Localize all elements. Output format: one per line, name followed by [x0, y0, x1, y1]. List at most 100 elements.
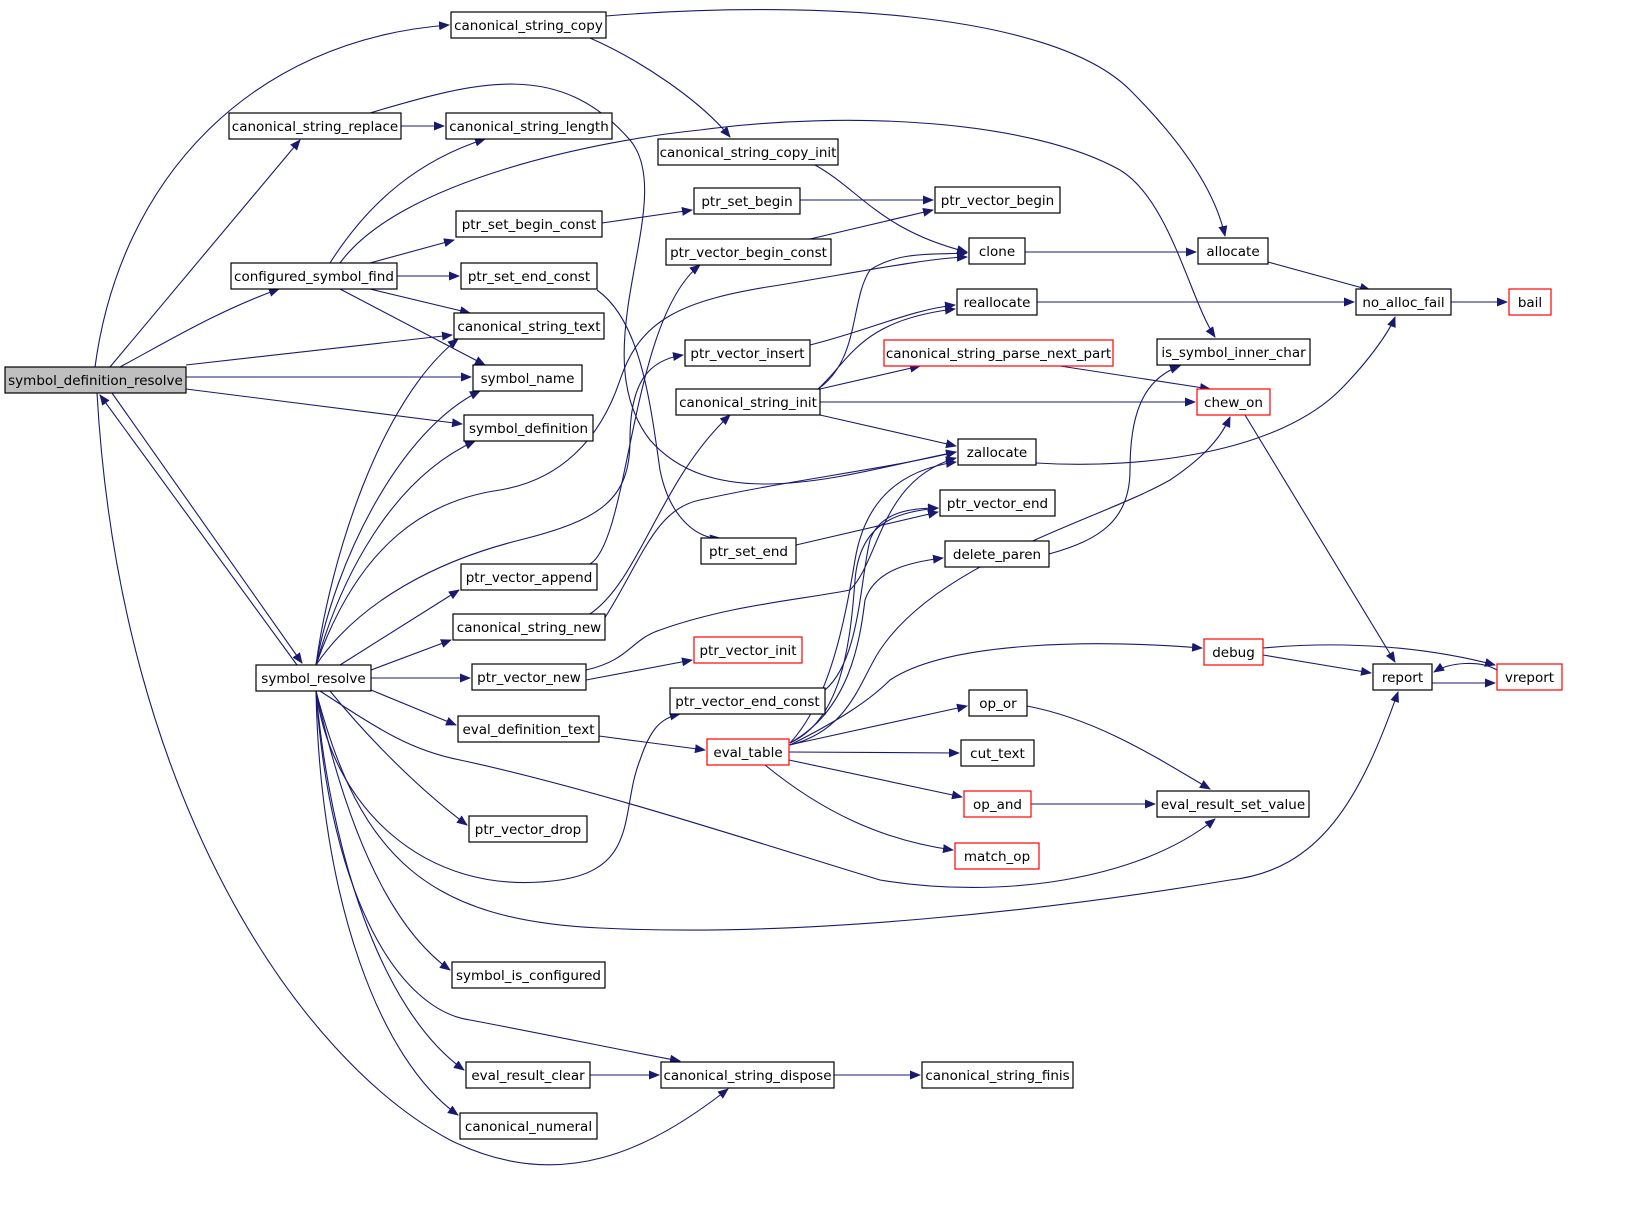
node-label: configured_symbol_find: [234, 269, 394, 285]
node-ptr_vector_end_const[interactable]: ptr_vector_end_const: [669, 687, 826, 715]
edge-op_or-to-eval_result_set_value: [1026, 705, 1211, 790]
node-box: [228, 112, 402, 140]
node-ptr_set_begin_const[interactable]: ptr_set_begin_const: [455, 210, 603, 238]
node-label: cut_text: [970, 746, 1025, 762]
node-canonical_string_new[interactable]: canonical_string_new: [452, 613, 606, 641]
edge-canonical_string_new-to-zallocate: [589, 449, 957, 641]
node-ptr_set_end[interactable]: ptr_set_end: [700, 537, 797, 565]
node-symbol_is_configured[interactable]: symbol_is_configured: [451, 961, 606, 989]
edge-symbol_definition_resolve-to-canonical_string_dispose: [96, 392, 729, 1166]
node-zallocate[interactable]: zallocate: [957, 438, 1037, 466]
node-ptr_vector_begin[interactable]: ptr_vector_begin: [934, 186, 1061, 214]
node-ptr_set_begin[interactable]: ptr_set_begin: [693, 187, 801, 215]
node-canonical_string_init[interactable]: canonical_string_init: [675, 388, 821, 416]
edge-symbol_resolve-to-symbol_definition_resolve: [99, 394, 298, 666]
node-ptr_vector_init[interactable]: ptr_vector_init: [693, 636, 803, 664]
node-bail[interactable]: bail: [1508, 288, 1552, 316]
node-eval_definition_text[interactable]: eval_definition_text: [457, 715, 600, 743]
node-label: ptr_set_end: [709, 544, 788, 560]
node-eval_result_clear[interactable]: eval_result_clear: [465, 1061, 591, 1089]
edge-ptr_set_begin_const-to-ptr_set_begin: [601, 206, 693, 224]
edges-layer: [94, 9, 1508, 1166]
node-box: [669, 687, 826, 715]
node-report[interactable]: report: [1372, 663, 1433, 691]
node-canonical_string_length[interactable]: canonical_string_length: [445, 112, 613, 140]
node-vreport[interactable]: vreport: [1496, 663, 1563, 691]
node-box: [960, 739, 1035, 767]
node-delete_paren[interactable]: delete_paren: [944, 540, 1050, 568]
node-ptr_vector_end[interactable]: ptr_vector_end: [939, 489, 1056, 517]
node-box: [1203, 638, 1264, 666]
node-canonical_string_parse_next_part[interactable]: canonical_string_parse_next_part: [883, 339, 1114, 367]
edge-ptr_vector_append-to-ptr_vector_begin_const: [589, 264, 701, 565]
node-box: [921, 1061, 1074, 1089]
node-clone[interactable]: clone: [968, 237, 1026, 265]
edge-ptr_set_end_const-to-ptr_set_end: [596, 289, 721, 544]
node-canonical_string_copy[interactable]: canonical_string_copy: [450, 11, 607, 39]
node-ptr_vector_append[interactable]: ptr_vector_append: [460, 563, 598, 591]
edge-eval_table-to-delete_paren: [789, 554, 944, 744]
node-ptr_vector_new[interactable]: ptr_vector_new: [471, 663, 587, 691]
edge-symbol_resolve-to-symbol_name: [315, 390, 481, 666]
node-configured_symbol_find[interactable]: configured_symbol_find: [230, 262, 398, 290]
node-label: ptr_set_begin_const: [462, 217, 597, 233]
edge-vreport-to-report: [1433, 662, 1498, 673]
node-ptr_vector_insert[interactable]: ptr_vector_insert: [684, 339, 811, 367]
node-allocate[interactable]: allocate: [1197, 237, 1269, 265]
node-eval_table[interactable]: eval_table: [706, 738, 790, 766]
edge-symbol_resolve-to-eval_result_clear: [315, 690, 465, 1071]
node-symbol_name[interactable]: symbol_name: [472, 364, 583, 392]
node-is_symbol_inner_char[interactable]: is_symbol_inner_char: [1156, 338, 1311, 366]
node-ptr_vector_drop[interactable]: ptr_vector_drop: [468, 815, 588, 843]
node-box: [883, 339, 1114, 367]
node-label: canonical_string_dispose: [663, 1068, 831, 1084]
node-ptr_vector_begin_const[interactable]: ptr_vector_begin_const: [665, 238, 832, 266]
node-label: op_or: [979, 696, 1017, 712]
node-box: [706, 738, 790, 766]
node-op_and[interactable]: op_and: [963, 790, 1032, 818]
node-op_or[interactable]: op_or: [968, 689, 1028, 717]
node-reallocate[interactable]: reallocate: [956, 288, 1038, 316]
node-box: [684, 339, 811, 367]
node-box: [944, 540, 1050, 568]
node-symbol_resolve[interactable]: symbol_resolve: [255, 664, 372, 692]
edge-canonical_string_copy-to-canonical_string_copy_init: [589, 37, 731, 138]
node-chew_on[interactable]: chew_on: [1196, 388, 1271, 416]
edge-symbol_definition_resolve-to-canonical_string_text: [185, 331, 453, 366]
node-label: bail: [1518, 295, 1542, 311]
node-box: [1196, 388, 1271, 416]
node-no_alloc_fail[interactable]: no_alloc_fail: [1355, 288, 1452, 316]
node-ptr_set_end_const[interactable]: ptr_set_end_const: [460, 262, 598, 290]
edge-symbol_resolve-to-canonical_numeral: [315, 690, 459, 1116]
node-canonical_numeral[interactable]: canonical_numeral: [459, 1112, 598, 1140]
node-cut_text[interactable]: cut_text: [960, 739, 1035, 767]
node-box: [460, 262, 598, 290]
node-box: [657, 138, 839, 166]
node-box: [1197, 237, 1269, 265]
node-canonical_string_copy_init[interactable]: canonical_string_copy_init: [657, 138, 839, 166]
node-box: [445, 112, 613, 140]
node-symbol_definition_resolve[interactable]: symbol_definition_resolve: [4, 366, 187, 394]
edge-configured_symbol_find-to-canonical_string_length: [329, 137, 486, 264]
node-canonical_string_replace[interactable]: canonical_string_replace: [228, 112, 402, 140]
node-match_op[interactable]: match_op: [954, 842, 1040, 870]
node-label: canonical_string_text: [457, 319, 600, 335]
node-canonical_string_finis[interactable]: canonical_string_finis: [921, 1061, 1074, 1089]
node-label: canonical_string_init: [679, 395, 817, 411]
node-label: eval_definition_text: [462, 722, 594, 738]
node-symbol_definition[interactable]: symbol_definition: [463, 414, 594, 442]
node-box: [453, 312, 605, 340]
node-canonical_string_dispose[interactable]: canonical_string_dispose: [660, 1061, 835, 1089]
node-label: match_op: [964, 849, 1030, 865]
edge-symbol_resolve-to-symbol_is_configured: [315, 690, 451, 971]
node-box: [939, 489, 1056, 517]
node-box: [465, 1061, 591, 1089]
node-debug[interactable]: debug: [1203, 638, 1264, 666]
node-eval_result_set_value[interactable]: eval_result_set_value: [1156, 790, 1310, 818]
node-box: [1496, 663, 1563, 691]
edge-eval_table-to-cut_text: [788, 748, 960, 758]
node-canonical_string_text[interactable]: canonical_string_text: [453, 312, 605, 340]
edge-zallocate-to-no_alloc_fail: [1035, 316, 1396, 465]
node-box: [963, 790, 1032, 818]
